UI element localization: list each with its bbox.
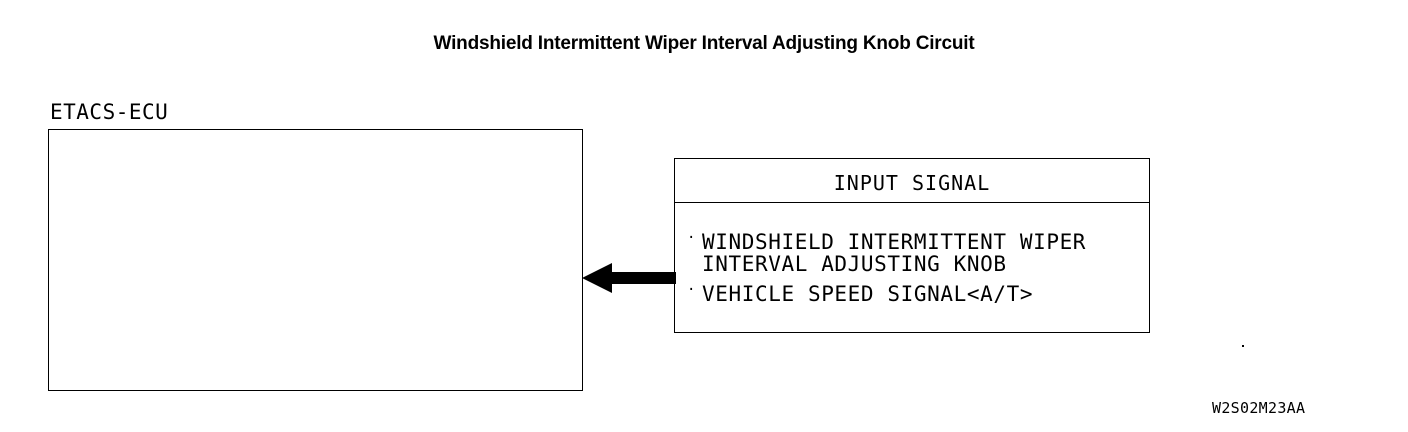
figure-code: W2S02M23AA [1212,399,1306,417]
input-signal-item-line: VEHICLE SPEED SIGNAL<A/T> [702,282,1034,306]
signal-arrow [582,263,676,293]
bullet-dot: · [687,230,697,246]
ecu-label: ETACS-ECU [50,100,169,124]
ecu-box [48,129,583,391]
input-signal-item: · VEHICLE SPEED SIGNAL<A/T> [687,283,1086,305]
signal-arrow-shape [582,263,676,293]
input-signal-item-line: INTERVAL ADJUSTING KNOB [702,252,1007,276]
bullet-dot: · [687,282,697,298]
diagram-title: Windshield Intermittent Wiper Interval A… [433,33,975,54]
input-signal-box: INPUT SIGNAL · WINDSHIELD INTERMITTENT W… [674,158,1150,333]
input-signal-item-line: WINDSHIELD INTERMITTENT WIPER [702,230,1087,254]
input-signal-header: INPUT SIGNAL [675,159,1149,203]
input-signal-item: · WINDSHIELD INTERMITTENT WIPER INTERVAL… [687,231,1086,275]
input-signal-list: · WINDSHIELD INTERMITTENT WIPER INTERVAL… [687,231,1086,305]
scan-speck [1242,345,1244,347]
